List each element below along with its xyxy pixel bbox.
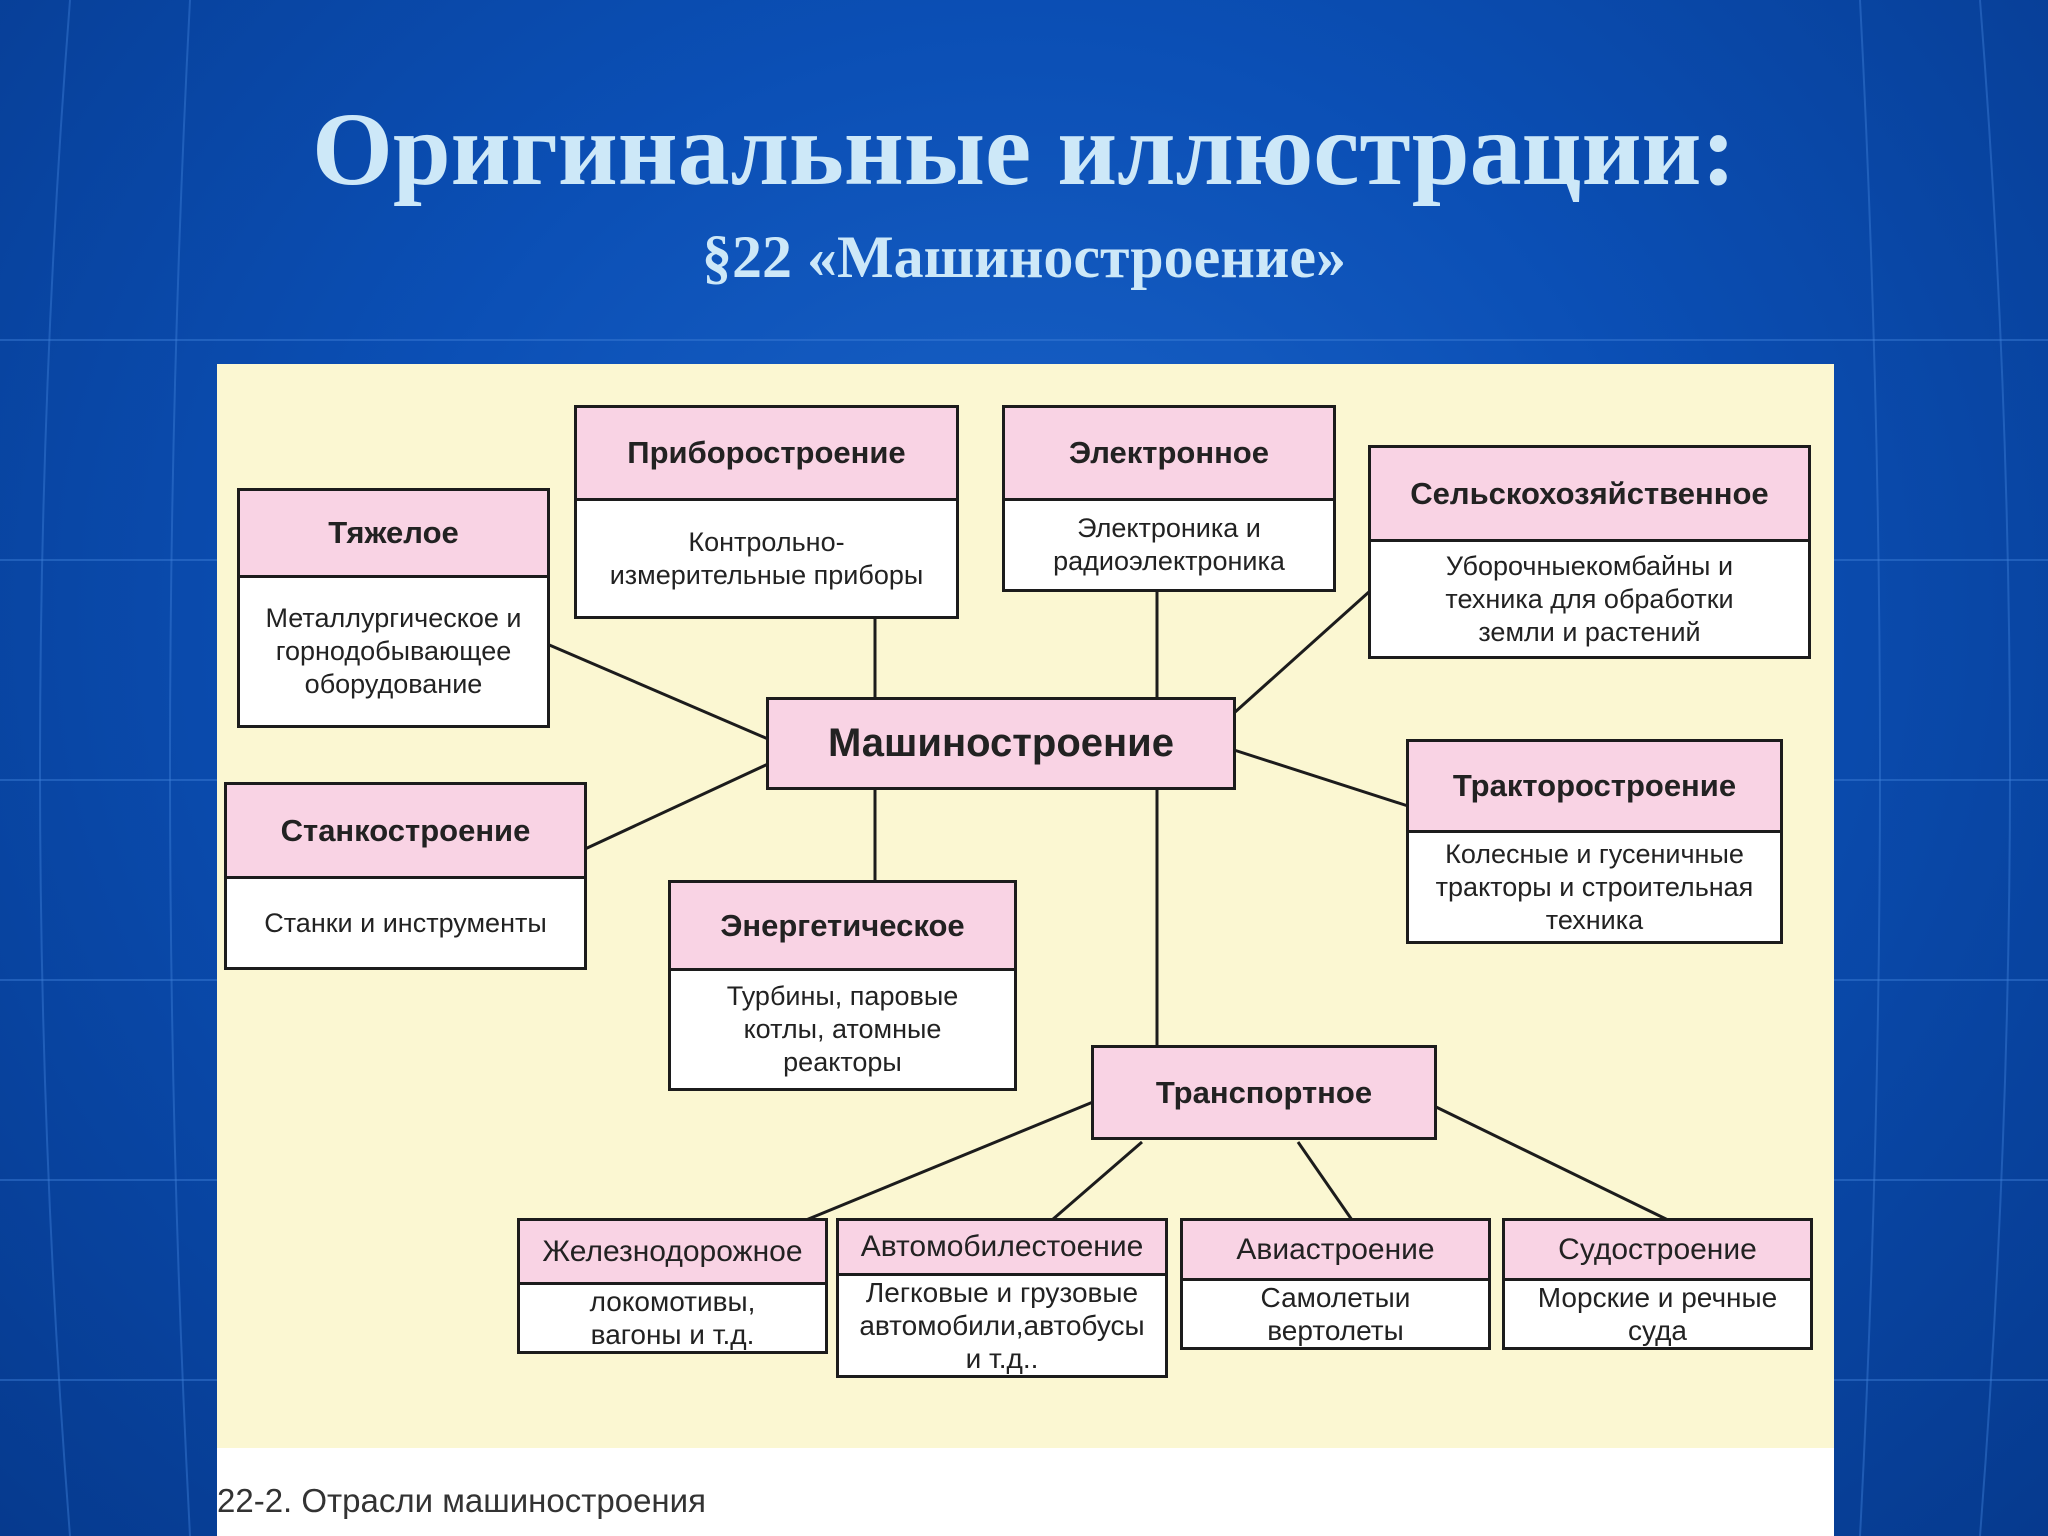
branch-agricultural: Сельскохозяйственное Уборочныекомбайны и…	[1368, 445, 1811, 659]
branch-instrument-desc: Контрольно- измерительные приборы	[609, 526, 924, 590]
branch-agricultural-desc: Уборочныекомбайны и техника для обработк…	[1445, 550, 1734, 647]
transport-shipbuilding-title: Судостроение	[1505, 1221, 1810, 1281]
transport-node: Транспортное	[1091, 1045, 1437, 1140]
transport-aviation-desc: Самолетыи вертолеты	[1260, 1282, 1411, 1346]
branch-tractor-desc: Колесные и гусеничные тракторы и строите…	[1435, 838, 1754, 935]
transport-railway-title: Железнодорожное	[520, 1221, 825, 1285]
transport-shipbuilding-desc: Морские и речные суда	[1537, 1282, 1778, 1346]
branch-heavy-desc: Металлургическое и горнодобывающее обору…	[265, 603, 522, 699]
branch-energy-title: Энергетическое	[671, 883, 1014, 971]
branch-agricultural-title: Сельскохозяйственное	[1371, 448, 1808, 542]
branch-tractor-title: Тракторостроение	[1409, 742, 1780, 833]
branch-heavy: Тяжелое Металлургическое и горнодобывающ…	[237, 488, 550, 728]
branch-instrument: Приборостроение Контрольно- измерительны…	[574, 405, 959, 619]
branch-heavy-title: Тяжелое	[240, 491, 547, 578]
branch-electronic-desc: Электроника и радиоэлектроника	[1053, 513, 1285, 576]
transport-shipbuilding: Судостроение Морские и речные суда	[1502, 1218, 1813, 1350]
branch-electronic: Электронное Электроника и радиоэлектрони…	[1002, 405, 1336, 592]
branch-machine-tool: Станкостроение Станки и инструменты	[224, 782, 587, 970]
transport-automotive-desc: Легковые и грузовые автомобили,автобусы …	[859, 1277, 1145, 1374]
diagram-figure: Тяжелое Металлургическое и горнодобывающ…	[217, 364, 1834, 1536]
slide-title: Оригинальные иллюстрации:	[311, 92, 1737, 207]
branch-machine-tool-desc: Станки и инструменты	[264, 907, 547, 938]
slide-subtitle: §22 «Машиностроение»	[701, 224, 1347, 290]
branch-energy-desc: Турбины, паровые котлы, атомные реакторы	[726, 981, 959, 1077]
transport-automotive: Автомобилестоение Легковые и грузовые ав…	[836, 1218, 1168, 1378]
branch-machine-tool-title: Станкостроение	[227, 785, 584, 879]
connector-lines	[546, 589, 1669, 1222]
center-node-mechanical-engineering: Машиностроение	[766, 697, 1236, 790]
branch-tractor: Тракторостроение Колесные и гусеничные т…	[1406, 739, 1783, 944]
transport-automotive-title: Автомобилестоение	[839, 1221, 1165, 1276]
branch-energy: Энергетическое Турбины, паровые котлы, а…	[668, 880, 1017, 1091]
figure-caption: 22-2. Отрасли машиностроения	[217, 1482, 706, 1519]
branch-instrument-title: Приборостроение	[577, 408, 956, 501]
transport-aviation: Авиастроение Самолетыи вертолеты	[1180, 1218, 1491, 1350]
transport-aviation-title: Авиастроение	[1183, 1221, 1488, 1281]
transport-railway: Железнодорожное локомотивы, вагоны и т.д…	[517, 1218, 828, 1354]
branch-electronic-title: Электронное	[1005, 408, 1333, 501]
transport-railway-desc: локомотивы, вагоны и т.д.	[589, 1286, 756, 1350]
